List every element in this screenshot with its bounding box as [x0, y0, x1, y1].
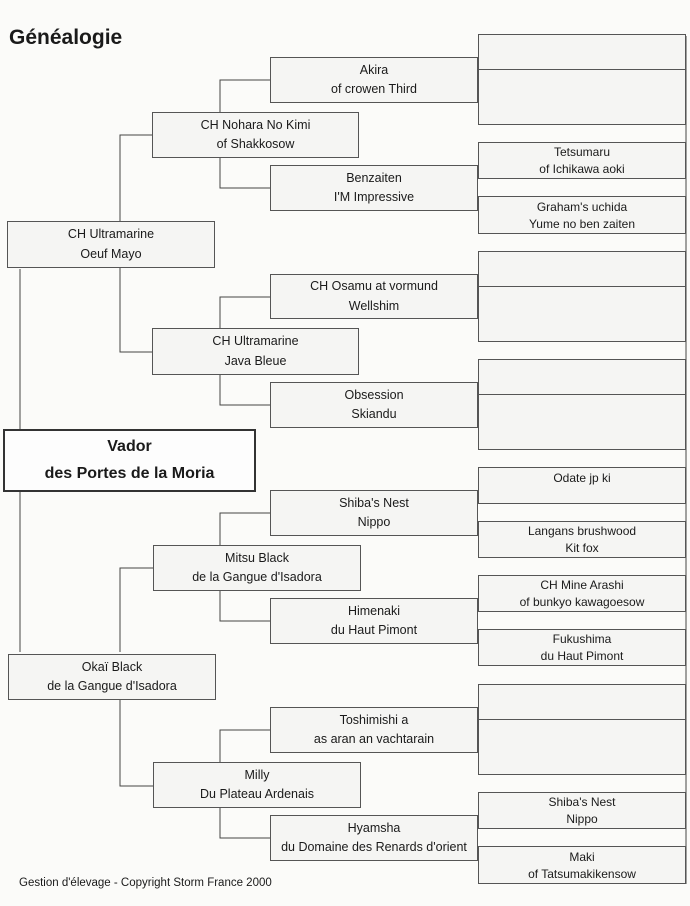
dog-name: Shiba's Nest: [339, 495, 409, 510]
dog-name: Shiba's Nest: [548, 795, 616, 809]
grandparent-box: CH Nohara No Kimi of Shakkosow: [152, 112, 359, 158]
gen4-box: Odate jp ki: [478, 467, 686, 504]
dog-name: Graham's uchida: [536, 199, 628, 214]
sire-box: CH Ultramarine Oeuf Mayo: [7, 221, 215, 268]
page-title: Généalogie: [9, 26, 123, 49]
dog-kennel: Skiandu: [351, 407, 397, 422]
dog-name: Benzaiten: [346, 170, 402, 185]
great-grandparent-box: Hyamsha du Domaine des Renards d'orient: [270, 815, 478, 861]
dog-kennel: Wellshim: [348, 298, 400, 313]
great-grandparent-box: Akira of crowen Third: [270, 57, 478, 103]
dog-name: Tetsumaru: [553, 145, 611, 159]
gen4-box: Maki of Tatsumakikensow: [478, 846, 686, 884]
dog-name: Fukushima: [552, 632, 612, 646]
gen4-box: Shiba's Nest Nippo: [478, 792, 686, 829]
dog-kennel: du Haut Pimont: [330, 623, 418, 638]
dog-kennel: of Shakkosow: [216, 137, 295, 152]
gen4-box: [478, 359, 686, 395]
dog-kennel: of bunkyo kawagoesow: [519, 595, 645, 609]
subject-name: Vador: [107, 438, 152, 455]
dog-kennel: of crowen Third: [331, 82, 417, 97]
dog-kennel: Yume no ben zaiten: [528, 216, 636, 231]
gen4-box: Graham's uchida Yume no ben zaiten: [478, 196, 686, 234]
dog-name: CH Osamu at vormund: [310, 279, 438, 294]
great-grandparent-box: Himenaki du Haut Pimont: [270, 598, 478, 644]
subject-kennel: des Portes de la Moria: [44, 465, 215, 482]
gen4-box: Fukushima du Haut Pimont: [478, 629, 686, 666]
dog-kennel: Nippo: [357, 515, 391, 530]
dog-name: Hyamsha: [347, 820, 401, 835]
gen4-box: Tetsumaru of Ichikawa aoki: [478, 142, 686, 179]
dog-kennel: du Domaine des Renards d'orient: [281, 840, 467, 855]
sire-kennel: Oeuf Mayo: [80, 247, 142, 261]
gen4-box: [478, 251, 686, 287]
dog-name: Odate jp ki: [553, 471, 611, 485]
dog-kennel: as aran an vachtarain: [313, 732, 435, 747]
subject-box: Vador des Portes de la Moria: [3, 429, 256, 492]
dog-name: CH Nohara No Kimi: [200, 117, 311, 132]
dam-box: Okaï Black de la Gangue d'Isadora: [8, 654, 216, 700]
grandparent-box: CH Ultramarine Java Bleue: [152, 328, 359, 375]
dog-kennel: Java Bleue: [224, 354, 287, 368]
dog-name: Milly: [244, 767, 270, 782]
great-grandparent-box: CH Osamu at vormund Wellshim: [270, 274, 478, 319]
dog-name: Langans brushwood: [527, 524, 637, 538]
dog-kennel: de la Gangue d'Isadora: [192, 570, 322, 585]
dam-kennel: de la Gangue d'Isadora: [47, 679, 177, 694]
sire-name: CH Ultramarine: [67, 227, 155, 241]
dog-kennel: Kit fox: [565, 541, 599, 555]
gen4-box: [478, 34, 686, 70]
gen4-box: CH Mine Arashi of bunkyo kawagoesow: [478, 575, 686, 612]
dog-name: Akira: [359, 62, 389, 77]
gen4-box: Langans brushwood Kit fox: [478, 521, 686, 558]
dog-name: Mitsu Black: [225, 550, 289, 565]
dog-kennel: Du Plateau Ardenais: [200, 787, 314, 802]
dog-name: CH Ultramarine: [212, 334, 299, 348]
gen4-box: [478, 286, 686, 342]
dog-name: Toshimishi a: [339, 712, 409, 727]
dog-name: CH Mine Arashi: [540, 578, 624, 592]
grandparent-box: Milly Du Plateau Ardenais: [153, 762, 361, 808]
gen4-box: [478, 69, 686, 125]
great-grandparent-box: Toshimishi a as aran an vachtarain: [270, 707, 478, 753]
dog-kennel: of Tatsumakikensow: [528, 866, 636, 881]
dog-kennel: of Ichikawa aoki: [539, 162, 625, 176]
dam-name: Okaï Black: [81, 659, 143, 674]
gen4-box: [478, 394, 686, 450]
dog-name: Himenaki: [347, 603, 401, 618]
gen4-box: [478, 719, 686, 775]
grandparent-box: Mitsu Black de la Gangue d'Isadora: [153, 545, 361, 591]
copyright-footer: Gestion d'élevage - Copyright Storm Fran…: [19, 877, 272, 889]
dog-kennel: du Haut Pimont: [540, 649, 624, 663]
great-grandparent-box: Obsession Skiandu: [270, 382, 478, 428]
dog-name: Obsession: [344, 387, 404, 402]
dog-name: Maki: [569, 849, 595, 864]
great-grandparent-box: Benzaiten I'M Impressive: [270, 165, 478, 211]
dog-kennel: Nippo: [566, 812, 598, 826]
dog-kennel: I'M Impressive: [333, 190, 415, 205]
great-grandparent-box: Shiba's Nest Nippo: [270, 490, 478, 536]
gen4-box: [478, 684, 686, 720]
